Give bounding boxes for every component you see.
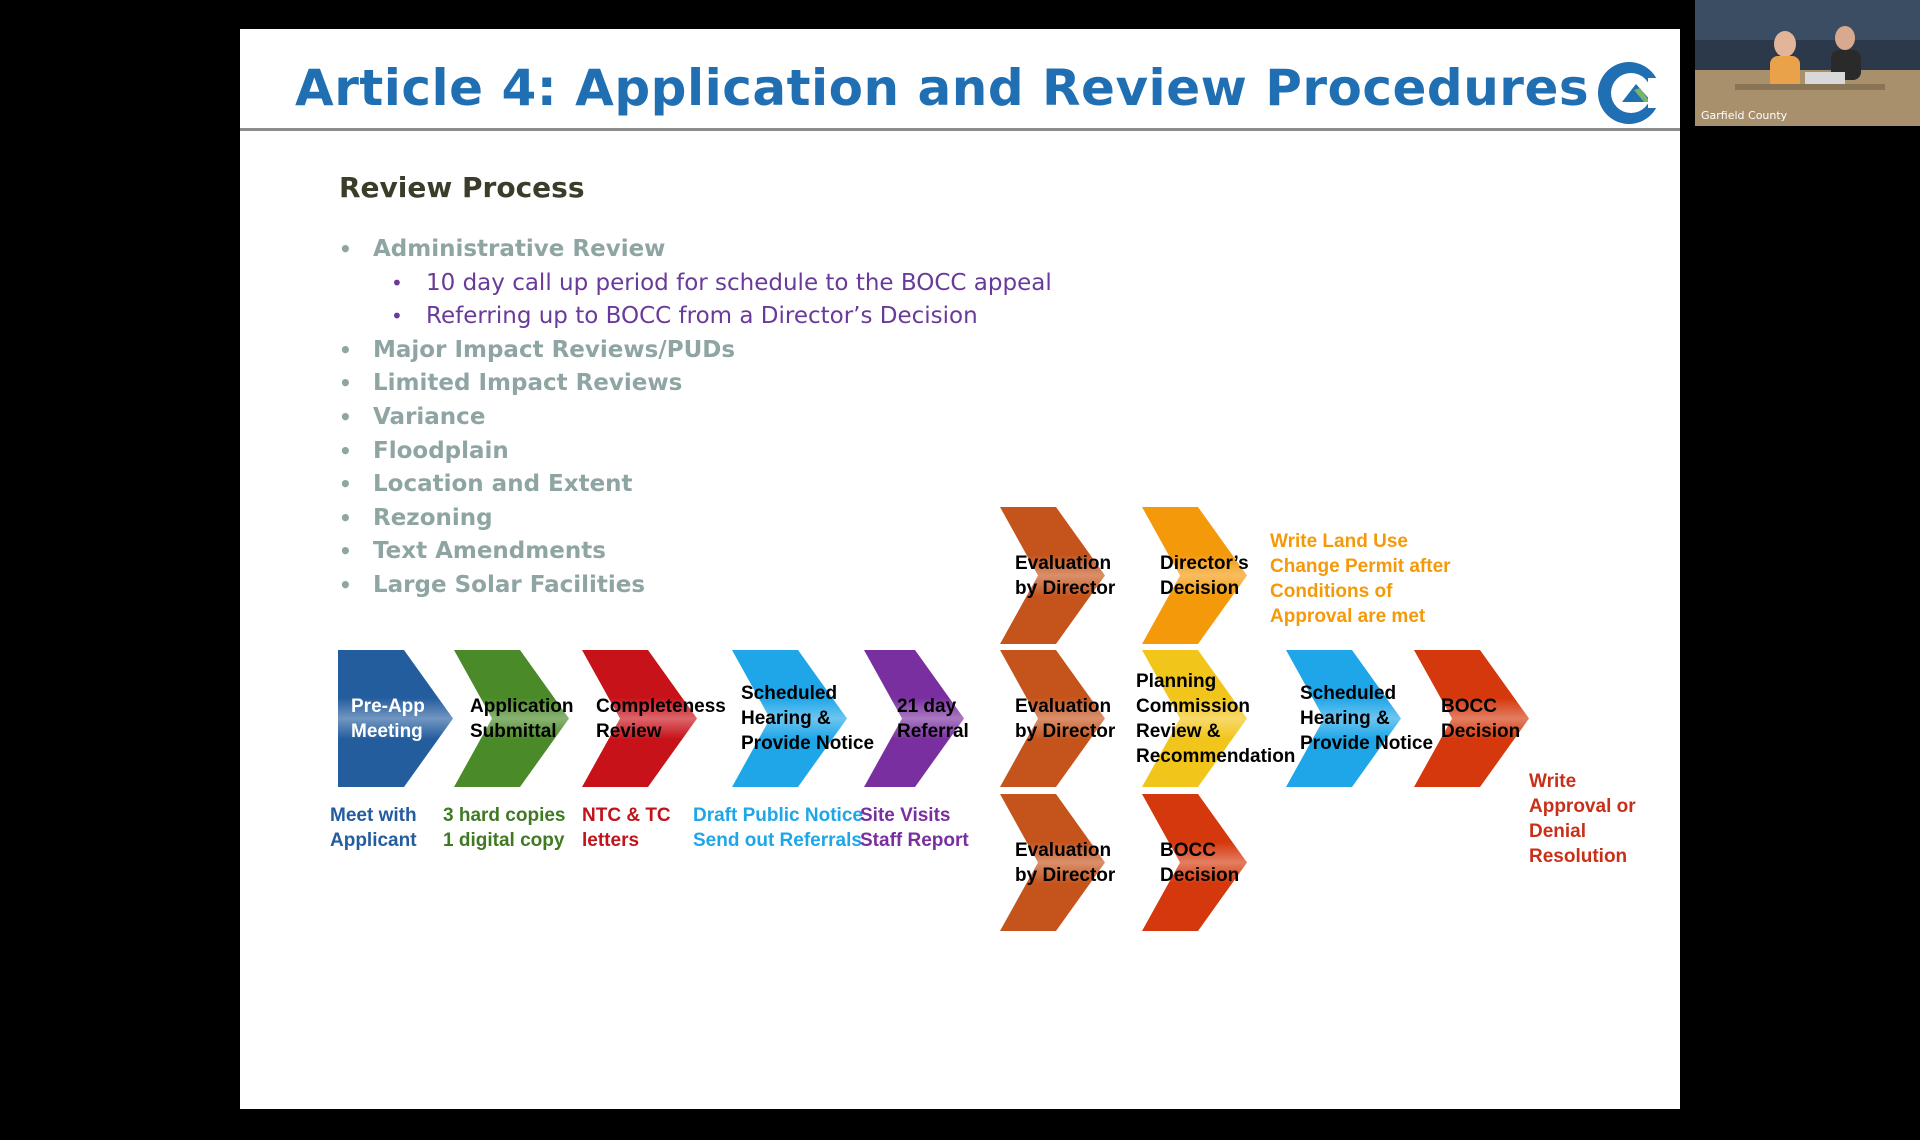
sub-bullet-item: 10 day call up period for schedule to th…	[339, 267, 1052, 301]
section-heading: Review Process	[339, 171, 585, 204]
chevron-arrow-icon	[1414, 650, 1529, 787]
chevron-arrow-icon	[1142, 507, 1247, 644]
webcam-thumbnail[interactable]: Garfield County	[1695, 0, 1920, 126]
chevron-arrow-icon	[1142, 794, 1247, 931]
chevron-arrow-icon	[582, 650, 697, 787]
chevron-arrow-icon	[454, 650, 569, 787]
webcam-label: Garfield County	[1701, 109, 1788, 122]
bullet-item: Variance	[339, 401, 1052, 435]
chevron-arrow-icon	[732, 650, 847, 787]
chevron-arrow-icon	[1142, 650, 1247, 787]
chevron-arrow-icon	[864, 650, 964, 787]
bullet-item: Location and Extent	[339, 468, 1052, 502]
garfield-county-logo	[1598, 62, 1662, 124]
bullet-item: Text Amendments	[339, 535, 1052, 569]
presentation-slide: Article 4: Application and Review Proced…	[240, 29, 1680, 1109]
review-type-list: Administrative Review10 day call up peri…	[339, 233, 1052, 603]
chevron-arrow-icon	[1000, 794, 1105, 931]
bullet-item: Administrative Review	[339, 233, 1052, 267]
chevron-arrow-icon	[1000, 507, 1105, 644]
bullet-item: Large Solar Facilities	[339, 569, 1052, 603]
title-divider	[240, 128, 1680, 131]
chevron-arrow-icon	[1286, 650, 1401, 787]
chevron-arrow-icon	[338, 650, 453, 787]
slide-title: Article 4: Application and Review Proced…	[295, 59, 1590, 117]
bullet-item: Rezoning	[339, 502, 1052, 536]
bullet-item: Floodplain	[339, 435, 1052, 469]
bullet-item: Major Impact Reviews/PUDs	[339, 334, 1052, 368]
bullet-item: Limited Impact Reviews	[339, 367, 1052, 401]
sub-bullet-item: Referring up to BOCC from a Director’s D…	[339, 300, 1052, 334]
meeting-room-video-icon	[1695, 0, 1920, 126]
chevron-arrow-icon	[1000, 650, 1105, 787]
